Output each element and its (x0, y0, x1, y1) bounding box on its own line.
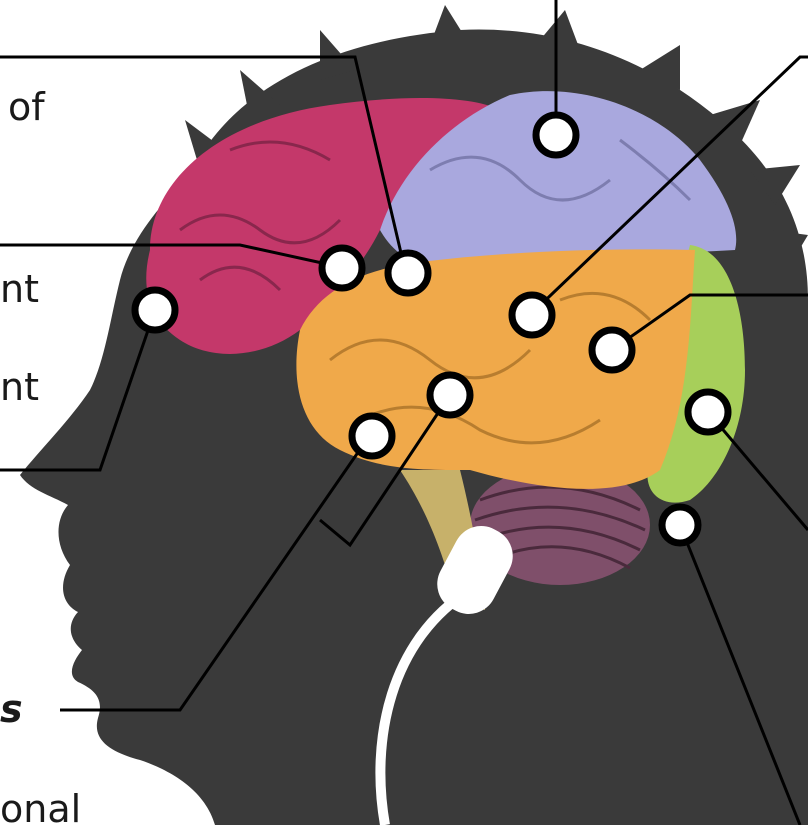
marker-frontal-2 (322, 248, 362, 288)
marker-parietal (536, 115, 576, 155)
marker-frontal (135, 290, 175, 330)
marker-temporal-1 (512, 295, 552, 335)
label-bottom-left-bold: s (0, 690, 23, 728)
label-mid-left-2: nt (0, 368, 39, 406)
marker-cerebellum (662, 507, 698, 543)
label-mid-left-1: nt (0, 270, 39, 308)
marker-temporal-4 (352, 416, 392, 456)
marker-temporal-3 (430, 375, 470, 415)
label-bottom-left-partial: onal (0, 790, 81, 828)
marker-occipital (688, 392, 728, 432)
marker-temporal-2 (592, 330, 632, 370)
marker-frontal-3 (388, 253, 428, 293)
label-top-left: of (8, 88, 45, 126)
